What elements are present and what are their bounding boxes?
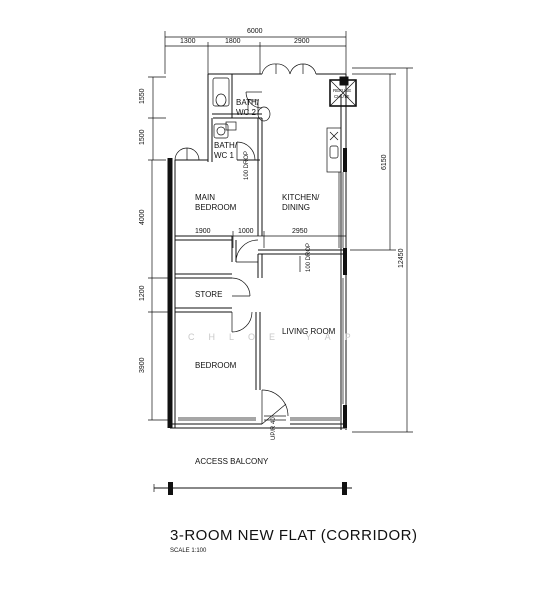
balcony-parapet [153, 482, 352, 495]
watermark-text: CHLOE YAP [188, 332, 365, 342]
label-main-bedroom-line1: MAIN [195, 193, 215, 202]
note-drop-bath: 100 DROP [244, 151, 250, 180]
dim-mid-2: 1000 [238, 228, 254, 235]
walls [167, 73, 349, 430]
label-access-balcony: ACCESS BALCONY [195, 457, 269, 466]
dim-right-overall: 12450 [398, 248, 405, 268]
dim-left-1: 1550 [139, 88, 146, 104]
dim-left-2: 1500 [139, 129, 146, 145]
label-bath-wc1-line1: BATH/ [214, 141, 238, 150]
dim-top-2: 1800 [225, 38, 241, 45]
windows [178, 172, 344, 421]
label-refuse-chute-line2: CHUTE [334, 94, 350, 99]
dim-left-5: 3900 [139, 357, 146, 373]
label-bath-wc1-line2: WC 1 [214, 151, 235, 160]
dim-left-3: 4000 [139, 209, 146, 225]
dim-top-1: 1300 [180, 38, 196, 45]
doors [174, 63, 317, 425]
label-bath-wc2-line2: WC 2 [236, 108, 257, 117]
label-store: STORE [195, 290, 222, 299]
label-kitchen-line2: DINING [282, 203, 310, 212]
dim-mid-1: 1900 [195, 228, 211, 235]
dimension-lines [148, 31, 413, 433]
fixtures [212, 77, 357, 421]
label-refuse-chute-line1: REFUSE [333, 88, 351, 93]
dim-left-4: 1200 [139, 285, 146, 301]
plan-title: 3-ROOM NEW FLAT (CORRIDOR) [170, 527, 417, 544]
label-living-room: LIVING ROOM [282, 327, 336, 336]
label-main-bedroom-line2: BEDROOM [195, 203, 237, 212]
label-kitchen-line1: KITCHEN/ [282, 193, 320, 202]
dim-right-1: 6150 [381, 154, 388, 170]
plan-scale: SCALE 1:100 [170, 548, 207, 554]
dim-overall-width: 6000 [247, 28, 263, 35]
note-drop-living: 100 DROP [306, 243, 312, 272]
label-bath-wc2-line1: BATH/ [236, 98, 260, 107]
dim-mid-3: 2950 [292, 228, 308, 235]
label-bedroom: BEDROOM [195, 361, 237, 370]
note-upper-level: UP/R 40 [271, 417, 277, 440]
dim-top-3: 2900 [294, 38, 310, 45]
